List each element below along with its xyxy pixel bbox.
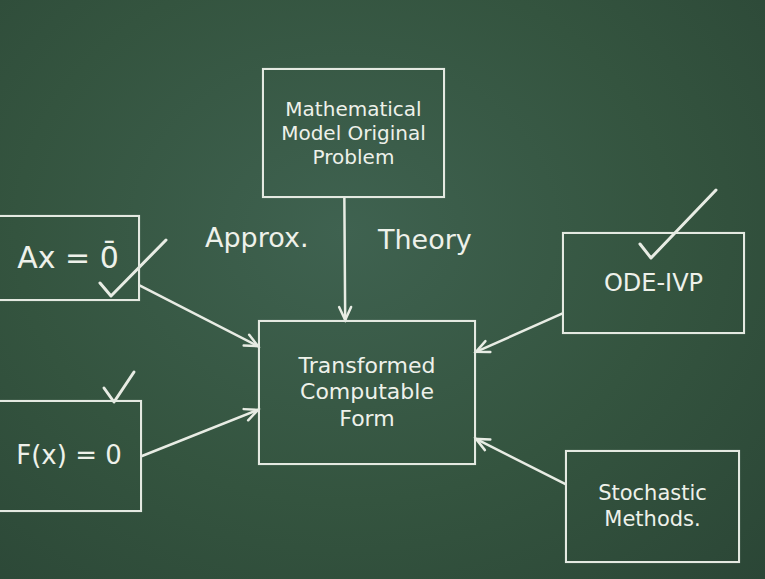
- box-text: Transformed Computable Form: [270, 353, 464, 432]
- process-box: ODE-IVP: [562, 232, 745, 334]
- annotation-label: Theory: [378, 224, 472, 255]
- arrow-connector: [339, 198, 351, 320]
- box-text: Stochastic Methods.: [577, 481, 728, 531]
- process-box: Stochastic Methods.: [565, 450, 740, 563]
- check-mark: [104, 372, 134, 402]
- process-box: F(x) = 0: [0, 400, 142, 512]
- process-box: Mathematical Model Original Problem: [262, 68, 445, 198]
- box-text: Mathematical Model Original Problem: [274, 97, 433, 169]
- annotation-label: Approx.: [205, 222, 309, 253]
- arrow-connector: [476, 314, 562, 352]
- check-mark: [640, 190, 716, 258]
- arrow-connector: [140, 286, 258, 347]
- arrow-connector: [476, 439, 565, 484]
- box-text: Ax = 0̄: [17, 240, 119, 276]
- box-text: ODE-IVP: [604, 269, 703, 298]
- arrow-connector: [142, 409, 258, 456]
- box-text: F(x) = 0: [16, 440, 122, 471]
- process-box: Ax = 0̄: [0, 215, 140, 301]
- process-box: Transformed Computable Form: [258, 320, 476, 465]
